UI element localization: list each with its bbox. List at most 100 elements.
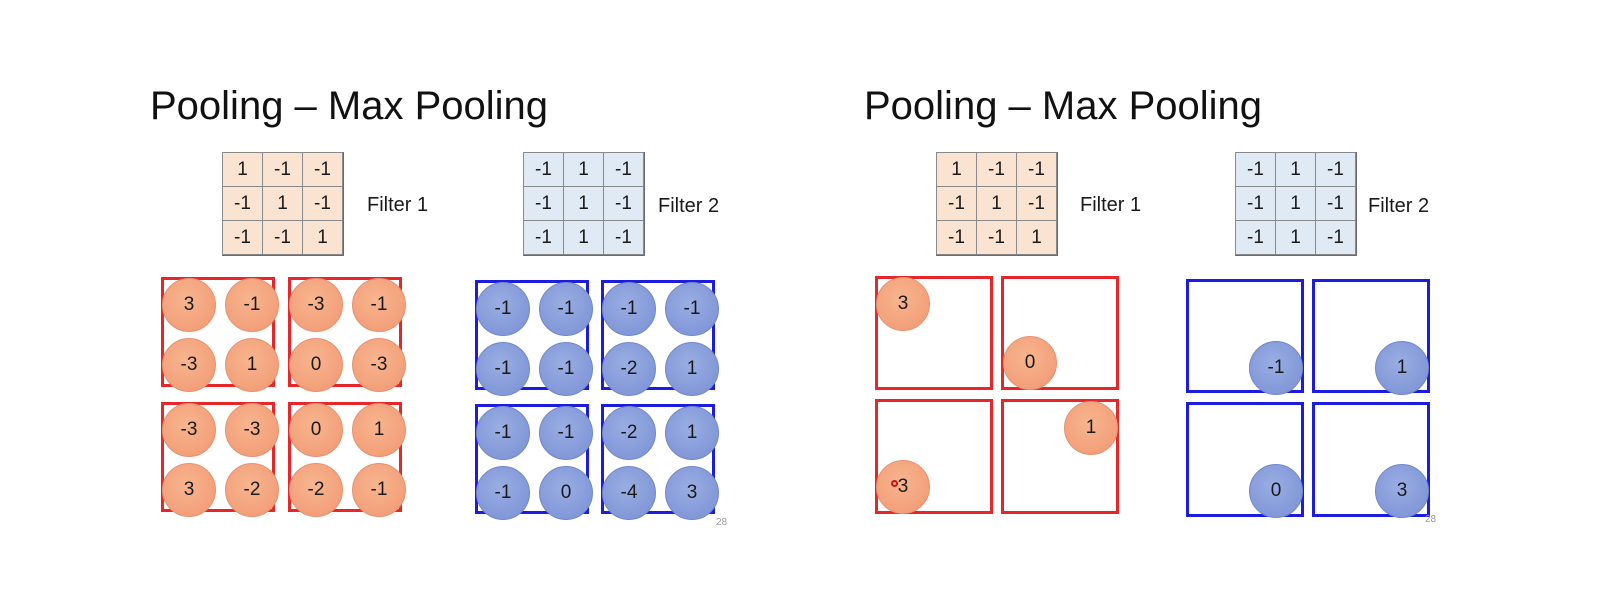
filter-cell: -1: [1016, 152, 1057, 187]
red-pool-region-bottom-right: [1001, 399, 1119, 514]
feature-value: -1: [539, 342, 593, 396]
feature-value: -1: [352, 278, 406, 332]
feature-value: 0: [289, 403, 343, 457]
feature-value: 3: [162, 278, 216, 332]
feature-value: -2: [225, 463, 279, 517]
filter-cell: 1: [262, 186, 303, 221]
blue-pool-region-top-right: [601, 280, 715, 390]
feature-value: -2: [602, 342, 656, 396]
cursor-indicator-icon: [891, 480, 898, 487]
max-value: 3: [876, 277, 930, 331]
filter-cell: -1: [262, 220, 303, 255]
filter-cell: -1: [1315, 186, 1356, 221]
filter-cell: -1: [603, 186, 644, 221]
blue-pool-region-bottom-right: [1312, 402, 1430, 517]
filter-cell: -1: [1016, 186, 1057, 221]
filter-cell: 1: [976, 186, 1017, 221]
blue-pool-region-top-right: [1312, 279, 1430, 393]
max-value: -1: [1249, 341, 1303, 395]
max-value: 3: [1375, 464, 1429, 518]
max-value: 3: [876, 460, 930, 514]
red-pool-region-top-left: [875, 276, 993, 390]
slide-title: Pooling – Max Pooling: [864, 84, 1263, 128]
filter-cell: 1: [302, 220, 343, 255]
feature-value: -1: [539, 282, 593, 336]
feature-value: -3: [162, 403, 216, 457]
feature-value: 3: [162, 463, 216, 517]
filter-cell: -1: [1235, 152, 1276, 187]
filter-cell: -1: [1315, 152, 1356, 187]
filter-cell: -1: [1315, 220, 1356, 255]
filter-cell: -1: [1235, 220, 1276, 255]
filter-cell: 1: [563, 152, 604, 187]
feature-value: -1: [225, 278, 279, 332]
filter-2-matrix: -1 1 -1 -1 1 -1 -1 1 -1: [523, 152, 645, 256]
blue-pool-region-top-left: [1186, 279, 1304, 393]
filter-cell: -1: [1235, 186, 1276, 221]
feature-value: -2: [602, 406, 656, 460]
feature-value: 1: [665, 406, 719, 460]
red-pool-region-top-right: [1001, 276, 1119, 390]
feature-value: -2: [289, 463, 343, 517]
filter-cell: -1: [936, 220, 977, 255]
filter-1-matrix: 1 -1 -1 -1 1 -1 -1 -1 1: [936, 152, 1058, 256]
slide-right: Pooling – Max Pooling 1 -1 -1 -1 1 -1 -1…: [730, 0, 1530, 600]
feature-value: 3: [665, 466, 719, 520]
feature-value: -1: [476, 282, 530, 336]
filter-cell: 1: [222, 152, 263, 187]
filter-cell: -1: [603, 220, 644, 255]
feature-value: 0: [539, 466, 593, 520]
feature-value: 1: [352, 403, 406, 457]
red-pool-region-top-left: [161, 277, 275, 387]
feature-value: -1: [476, 466, 530, 520]
max-value: 1: [1064, 401, 1118, 455]
filter-1-label: Filter 1: [367, 194, 429, 216]
filter-cell: 1: [936, 152, 977, 187]
slide-title: Pooling – Max Pooling: [150, 84, 549, 128]
feature-value: -1: [665, 282, 719, 336]
filter-cell: -1: [936, 186, 977, 221]
feature-value: -1: [476, 342, 530, 396]
feature-value: -3: [352, 338, 406, 392]
filter-cell: -1: [302, 186, 343, 221]
red-pool-region-bottom-left: [875, 399, 993, 514]
feature-value: -1: [602, 282, 656, 336]
max-value: 1: [1375, 341, 1429, 395]
filter-2-matrix: -1 1 -1 -1 1 -1 -1 1 -1: [1235, 152, 1357, 256]
filter-1-label: Filter 1: [1080, 194, 1142, 216]
filter-2-label: Filter 2: [658, 195, 720, 217]
filter-cell: -1: [523, 152, 564, 187]
blue-pool-region-bottom-right: [601, 404, 715, 514]
filter-cell: -1: [302, 152, 343, 187]
feature-value: -3: [162, 338, 216, 392]
filter-cell: -1: [523, 220, 564, 255]
filter-cell: -1: [523, 186, 564, 221]
filter-cell: 1: [1275, 186, 1316, 221]
feature-value: -1: [476, 406, 530, 460]
filter-cell: -1: [976, 220, 1017, 255]
feature-value: 0: [289, 338, 343, 392]
filter-cell: -1: [262, 152, 303, 187]
max-value: 0: [1249, 464, 1303, 518]
filter-cell: -1: [222, 186, 263, 221]
filter-cell: 1: [563, 220, 604, 255]
blue-pool-region-bottom-left: [1186, 402, 1304, 517]
feature-value: 1: [225, 338, 279, 392]
filter-1-matrix: 1 -1 -1 -1 1 -1 -1 -1 1: [222, 152, 344, 256]
filter-cell: 1: [1275, 152, 1316, 187]
feature-value: -1: [352, 463, 406, 517]
filter-2-label: Filter 2: [1368, 195, 1430, 217]
feature-value: -1: [539, 406, 593, 460]
feature-value: 1: [665, 342, 719, 396]
max-value: 0: [1003, 336, 1057, 390]
blue-pool-region-top-left: [475, 280, 589, 390]
filter-cell: -1: [603, 152, 644, 187]
red-pool-region-top-right: [288, 277, 402, 387]
feature-value: -3: [289, 278, 343, 332]
filter-cell: -1: [222, 220, 263, 255]
page-number: 28: [716, 517, 728, 528]
red-pool-region-bottom-left: [161, 402, 275, 512]
filter-cell: 1: [1275, 220, 1316, 255]
filter-cell: 1: [563, 186, 604, 221]
red-pool-region-bottom-right: [288, 402, 402, 512]
